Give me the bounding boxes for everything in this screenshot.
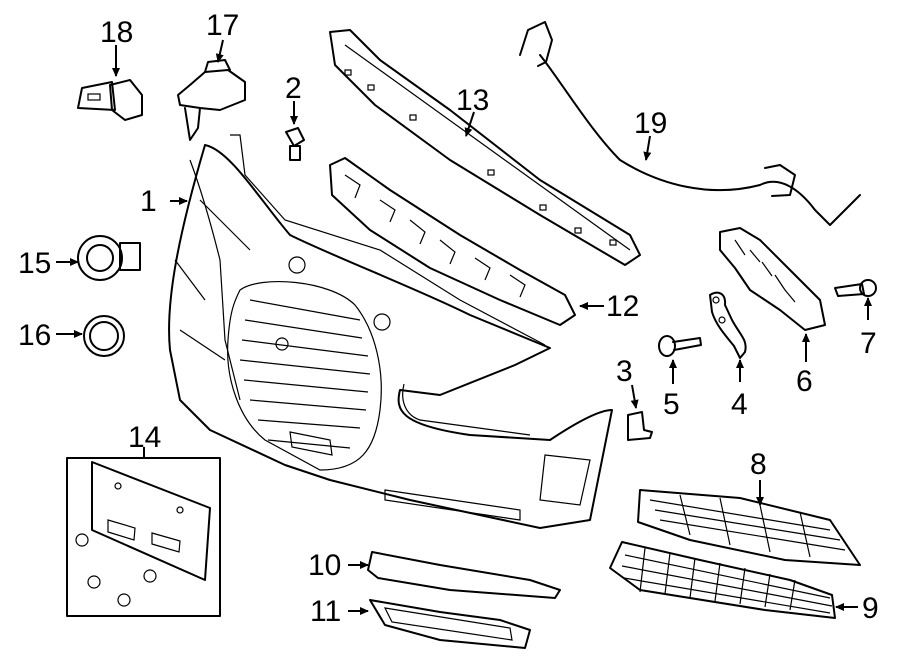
- callout-5: 5: [663, 388, 680, 421]
- molding-part-10: [367, 551, 561, 599]
- callout-4: 4: [731, 388, 748, 421]
- license-bracket-kit-part-14: [66, 457, 221, 617]
- screw-part-7: [834, 279, 877, 297]
- callout-1: 1: [140, 185, 157, 218]
- absorber-part-12: [329, 157, 576, 326]
- leader-line-17: [215, 39, 224, 63]
- clip-part-3: [627, 411, 653, 441]
- callout-labels: 1 2 3 4 5 6 7 8 9 10 11 12 13 14 15 16 1…: [18, 9, 879, 628]
- callout-3: 3: [616, 355, 633, 388]
- bolt-part-5: [658, 335, 702, 357]
- sensor-ring-part-16: [83, 315, 125, 357]
- screw-part-2: [285, 127, 305, 161]
- callout-12: 12: [606, 290, 639, 323]
- sensor-part-15: [77, 235, 141, 281]
- callout-14: 14: [128, 421, 161, 454]
- callout-17: 17: [206, 9, 239, 42]
- callout-9: 9: [862, 592, 879, 625]
- callout-10: 10: [308, 549, 341, 582]
- lower-grille-part-9: [609, 541, 836, 619]
- callout-8: 8: [750, 448, 767, 481]
- wiring-harness-part-19: [519, 21, 861, 226]
- leader-line-19: [643, 135, 652, 161]
- leader-lines: [56, 39, 872, 615]
- reinforcement-beam-part-13: [329, 29, 641, 266]
- callout-7: 7: [860, 327, 877, 360]
- callout-19: 19: [634, 107, 667, 140]
- leader-line-3: [630, 384, 639, 409]
- bumper-cover-part: [168, 134, 613, 529]
- callout-13: 13: [456, 84, 489, 117]
- callout-15: 15: [18, 247, 51, 280]
- side-bracket-part-6: [719, 227, 826, 331]
- bracket-part-4: [709, 291, 747, 359]
- camera-bracket-part-17: [177, 59, 246, 141]
- callout-11: 11: [310, 595, 341, 628]
- leader-line-13: [464, 111, 475, 137]
- callout-18: 18: [100, 16, 133, 49]
- callout-2: 2: [285, 72, 302, 105]
- upper-grille-part-8: [637, 489, 861, 566]
- callout-16: 16: [18, 319, 51, 352]
- bezel-part-11: [369, 599, 531, 649]
- sensor-bracket-part-18: [77, 79, 143, 121]
- callout-6: 6: [796, 365, 813, 398]
